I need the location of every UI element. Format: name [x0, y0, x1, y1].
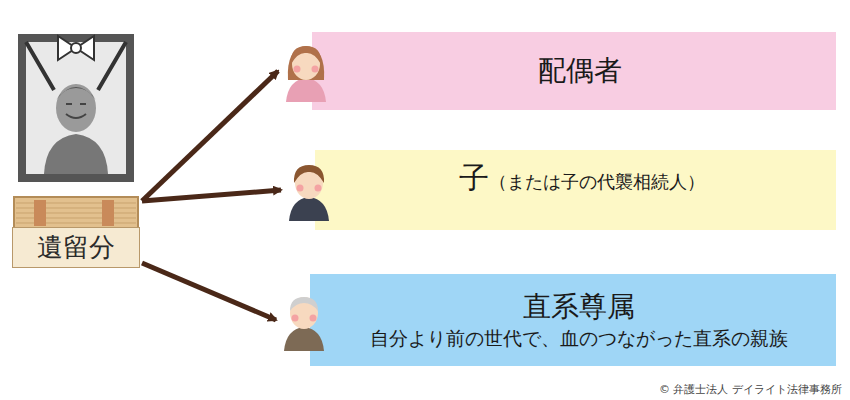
heir-title: 配偶者	[538, 52, 622, 90]
person-hair-back	[288, 46, 324, 80]
person-body	[289, 197, 329, 221]
ribbon-knot	[71, 43, 81, 53]
band-text: 直系尊属自分より前の世代で、血のつながった直系の親族	[278, 274, 836, 366]
person-cheek	[315, 185, 322, 192]
person-cheek	[310, 315, 317, 322]
heir-band: 配偶者	[280, 32, 836, 110]
label-strip: 遺留分	[12, 227, 140, 268]
heir-note: （または子の代襲相続人）	[489, 170, 705, 194]
arrow-connector	[142, 190, 281, 201]
body	[44, 134, 108, 174]
person-icon	[278, 289, 330, 351]
person-icon	[283, 159, 335, 221]
person-hair	[294, 165, 324, 183]
person-cheek	[292, 315, 299, 322]
heir-title: 子	[459, 158, 489, 199]
ribbon-bow	[58, 36, 94, 60]
arrow-connector	[142, 263, 276, 320]
deceased-portrait	[14, 30, 138, 186]
person-body	[284, 327, 324, 351]
copyright-label: © 弁護士法人 デイライト法律事務所	[659, 382, 842, 397]
heir-note: 自分より前の世代で、血のつながった直系の親族	[370, 326, 788, 352]
hair	[56, 87, 96, 100]
person-hair	[291, 46, 321, 64]
person-icon	[280, 40, 332, 102]
eyes	[66, 103, 86, 105]
frame	[18, 34, 134, 182]
heir-band: 子（または子の代襲相続人）	[283, 150, 836, 230]
person-body	[286, 78, 326, 102]
head	[56, 84, 96, 132]
person-cheek	[297, 185, 304, 192]
band-text: 子（または子の代襲相続人）	[283, 150, 836, 230]
heir-title: 直系尊属	[523, 288, 635, 326]
arrow-connector	[142, 71, 278, 201]
money-band	[102, 200, 114, 226]
copyright-text: © 弁護士法人 デイライト法律事務所	[659, 383, 842, 396]
person-face	[290, 297, 318, 329]
person-hair	[290, 297, 318, 311]
mustache	[66, 114, 86, 118]
person-cheek	[294, 66, 301, 73]
inheritance-share-box: 遺留分	[10, 193, 142, 271]
frame-inner	[26, 42, 126, 174]
box-label: 遺留分	[17, 232, 135, 263]
heir-band: 直系尊属自分より前の世代で、血のつながった直系の親族	[278, 274, 836, 366]
person-cheek	[312, 66, 319, 73]
money-band	[34, 200, 46, 226]
ribbon	[26, 42, 126, 90]
band-text: 配偶者	[280, 32, 836, 110]
